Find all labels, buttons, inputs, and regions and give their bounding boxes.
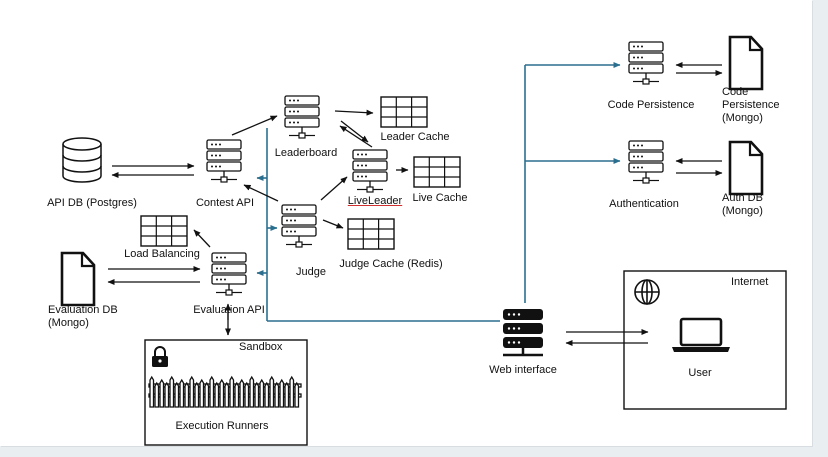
web-interface-label: Web interface — [489, 364, 557, 376]
network-bus — [256, 62, 621, 322]
execution-runners-label: Execution Runners — [175, 420, 269, 432]
evaluation-api-server-icon — [211, 252, 247, 296]
code-persistence-db-label-line3: (Mongo) — [722, 112, 763, 124]
contest-api-server-icon — [206, 139, 242, 183]
code-persistence-db-label-line2: Persistence — [722, 99, 780, 111]
evaluation-db-label-line1: Evaluation DB — [48, 304, 118, 316]
diagram-background — [0, 0, 812, 446]
laptop-icon — [672, 317, 730, 352]
internet-box — [623, 270, 787, 410]
auth-db-document-icon — [728, 140, 764, 196]
code-persistence-db-label-line1: Code — [722, 86, 749, 98]
fence-icon — [148, 375, 302, 408]
evaluation-db-label-line2: (Mongo) — [48, 317, 89, 329]
leaderboard-server-icon — [284, 95, 320, 139]
code-persistence-document-icon — [728, 35, 764, 91]
authentication-label: Authentication — [609, 198, 679, 210]
lock-icon — [152, 346, 168, 367]
live-cache-label: Live Cache — [412, 192, 468, 204]
evaluation-db-label: Evaluation DB (Mongo) — [48, 304, 118, 330]
internet-label: Internet — [731, 276, 769, 288]
load-balancing-table-icon — [140, 215, 188, 247]
judge-cache-table-icon — [347, 218, 395, 250]
connection-arrows — [107, 62, 723, 346]
live-cache-table-icon — [413, 156, 461, 188]
auth-db-label: Auth DB (Mongo) — [722, 192, 763, 218]
liveleader-label: LiveLeader — [347, 195, 403, 207]
globe-icon — [634, 279, 660, 305]
sandbox-box — [144, 339, 308, 446]
auth-db-label-line2: (Mongo) — [722, 205, 763, 217]
liveleader-server-icon — [352, 149, 388, 193]
load-balancing-label: Load Balancing — [124, 248, 200, 260]
judge-label: Judge — [296, 266, 326, 278]
code-persistence-db-label: Code Persistence (Mongo) — [722, 86, 779, 125]
code-persistence-label: Code Persistence — [607, 99, 695, 111]
evaluation-db-document-icon — [60, 251, 96, 307]
code-persistence-server-icon — [628, 41, 664, 85]
api-db-label: API DB (Postgres) — [47, 197, 137, 209]
judge-cache-label: Judge Cache (Redis) — [339, 258, 443, 270]
user-label: User — [688, 367, 712, 379]
leader-cache-table-icon — [380, 96, 428, 128]
evaluation-api-label: Evaluation API — [193, 304, 265, 316]
authentication-server-icon — [628, 140, 664, 184]
leaderboard-label: Leaderboard — [274, 147, 338, 159]
leader-cache-label: Leader Cache — [380, 131, 450, 143]
sandbox-label: Sandbox — [239, 341, 283, 353]
judge-server-icon — [281, 204, 317, 248]
auth-db-label-line1: Auth DB — [722, 192, 763, 204]
web-interface-server-icon — [503, 309, 543, 357]
api-db-icon — [62, 137, 102, 183]
contest-api-label: Contest API — [195, 197, 255, 209]
